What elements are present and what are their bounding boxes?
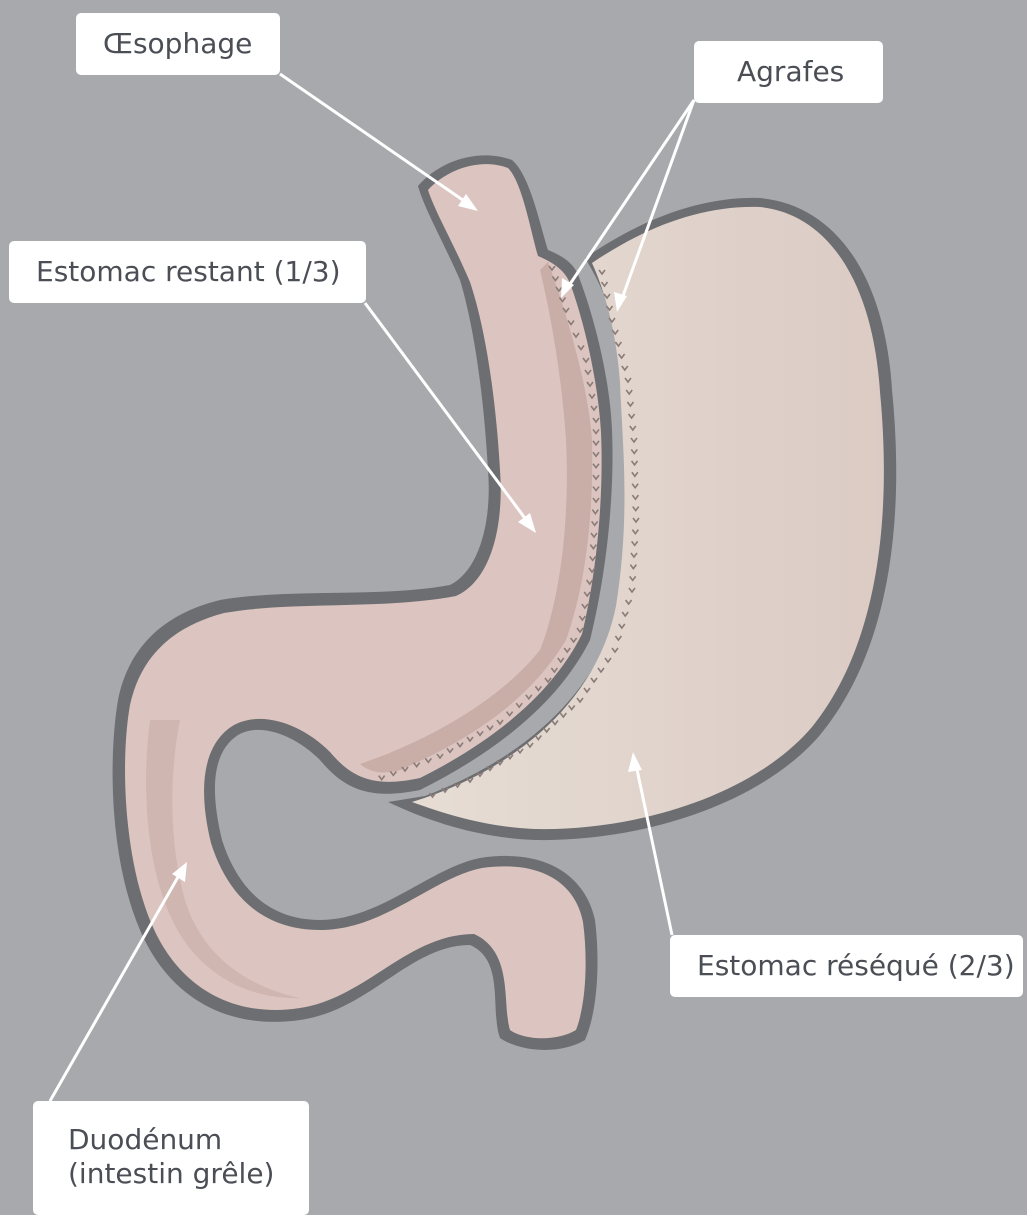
label-agrafes-text: Agrafes [737,55,883,89]
label-estomac-reseque: Estomac réséqué (2/3) [670,935,1023,997]
label-agrafes: Agrafes [694,41,883,103]
label-duodenum: Duodénum (intestin grêle) [33,1101,309,1215]
label-estomac-restant-text: Estomac restant (1/3) [36,255,366,289]
label-oesophage: Œsophage [76,13,280,75]
pointer-oesophage [280,74,470,205]
pointer-duodenum [50,870,182,1101]
label-estomac-reseque-text: Estomac réséqué (2/3) [697,949,1023,983]
label-estomac-restant: Estomac restant (1/3) [9,241,366,303]
label-oesophage-text: Œsophage [103,27,280,61]
label-duodenum-line1: Duodénum [68,1123,309,1157]
label-duodenum-line2: (intestin grêle) [68,1157,309,1191]
